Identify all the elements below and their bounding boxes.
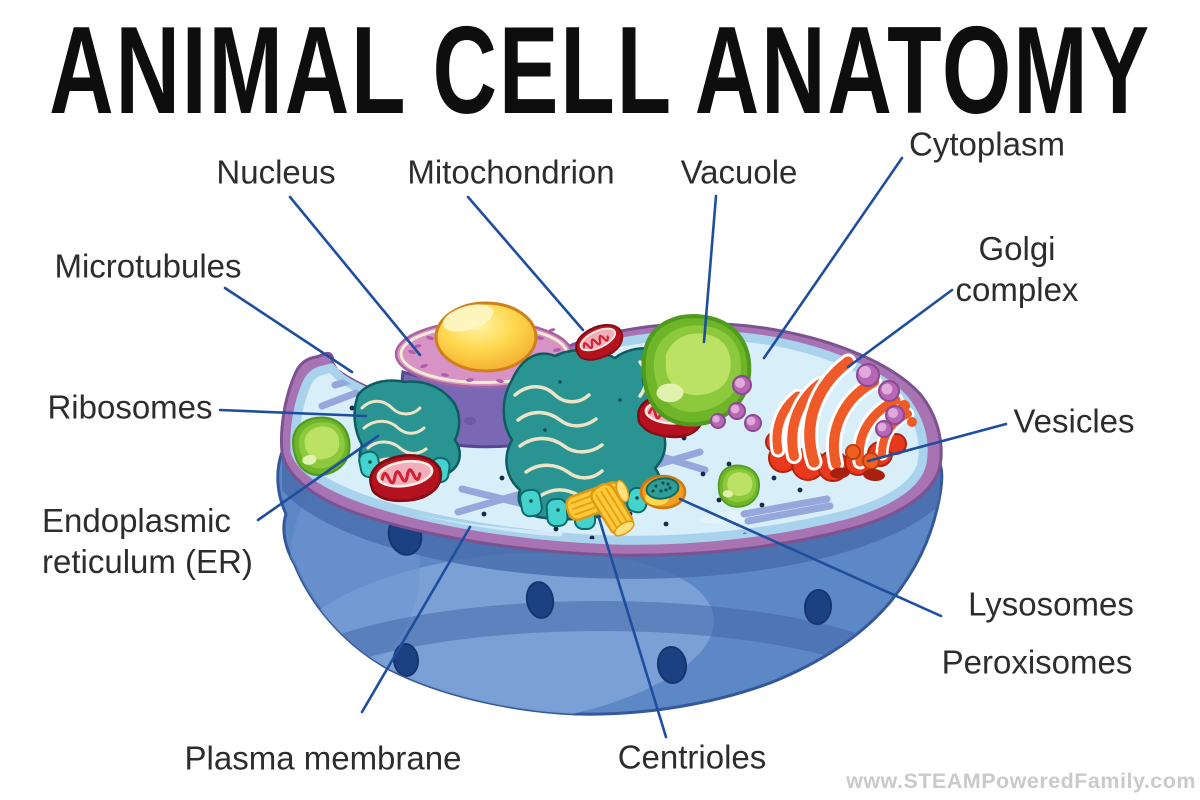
leader-line-nucleus — [288, 195, 422, 357]
label-peroxisomes: Peroxisomes — [941, 643, 1133, 681]
watermark: www.STEAMPoweredFamily.com — [846, 769, 1196, 793]
centrioles-illustration — [565, 479, 635, 537]
label-cytoplasm: Cytoplasm — [909, 125, 1065, 163]
leader-line-vesicles — [866, 422, 1008, 463]
label-plasma-membrane: Plasma membrane — [184, 739, 462, 777]
leader-line-endoplasmic-reticulum — [256, 434, 380, 522]
label-nucleus: Nucleus — [216, 153, 336, 191]
peroxisomes-illustration — [710, 363, 905, 438]
lysosome-illustration — [639, 474, 687, 510]
nucleolus-illustration — [434, 301, 538, 373]
label-centrioles: Centrioles — [617, 738, 767, 776]
label-ribosomes: Ribosomes — [47, 388, 213, 426]
leader-line-centrioles — [597, 516, 668, 739]
leader-line-microtubules — [223, 286, 354, 374]
label-vesicles: Vesicles — [1013, 402, 1135, 440]
label-endoplasmic-reticulum: Endoplasmic reticulum (ER) — [42, 501, 253, 580]
label-vacuole: Vacuole — [680, 153, 798, 191]
leader-line-cytoplasm — [762, 156, 904, 360]
page-title: ANIMAL CELL ANATOMY — [49, 1, 1151, 141]
leader-line-mitochondrion — [466, 195, 585, 332]
leader-line-ribosomes — [218, 408, 368, 418]
label-lysosomes: Lysosomes — [968, 585, 1134, 623]
leader-line-lysosomes — [678, 497, 943, 618]
leader-lines — [218, 156, 1008, 739]
leader-line-plasma-membrane — [360, 525, 472, 714]
label-mitochondrion: Mitochondrion — [407, 153, 615, 191]
vesicles-illustration — [830, 444, 885, 482]
chromatin-speckles — [408, 328, 561, 383]
label-golgi-complex: Golgi complex — [955, 229, 1079, 308]
leader-line-vacuole — [702, 194, 718, 344]
leader-line-golgi-complex — [846, 288, 954, 369]
label-microtubules: Microtubules — [54, 247, 242, 285]
